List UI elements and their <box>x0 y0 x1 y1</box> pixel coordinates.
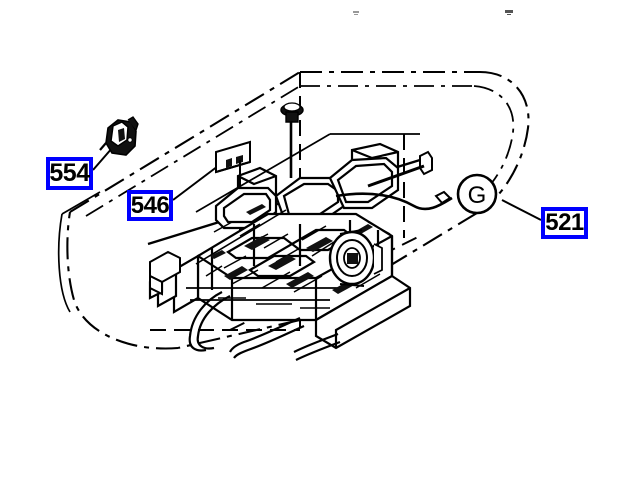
leader-line-554 <box>92 146 114 171</box>
drum-flywheel <box>328 229 383 287</box>
callout-554[interactable]: 554 <box>46 157 93 190</box>
callout-521-label: 521 <box>545 209 584 236</box>
ground-symbol-g: G <box>456 173 498 215</box>
callout-546-label: 546 <box>130 191 170 219</box>
harness-cable <box>335 192 453 211</box>
scan-speck-right-icon <box>505 10 513 15</box>
scan-speck-left-icon <box>353 11 359 15</box>
harness-rail <box>367 164 425 188</box>
mounting-bolt <box>280 102 304 178</box>
ground-symbol-label: G <box>468 182 487 209</box>
callout-546[interactable]: 546 <box>127 190 173 221</box>
left-flange-duct <box>149 250 181 296</box>
callout-554-label: 554 <box>49 159 90 187</box>
harness-connector <box>434 190 452 205</box>
leader-line-521 <box>501 199 542 221</box>
small-gear-motor-component <box>99 116 139 156</box>
hose-tubes <box>188 291 341 361</box>
harness-clamp <box>419 150 433 176</box>
callout-521[interactable]: 521 <box>541 207 588 239</box>
flat-bracket-plate <box>215 140 251 174</box>
